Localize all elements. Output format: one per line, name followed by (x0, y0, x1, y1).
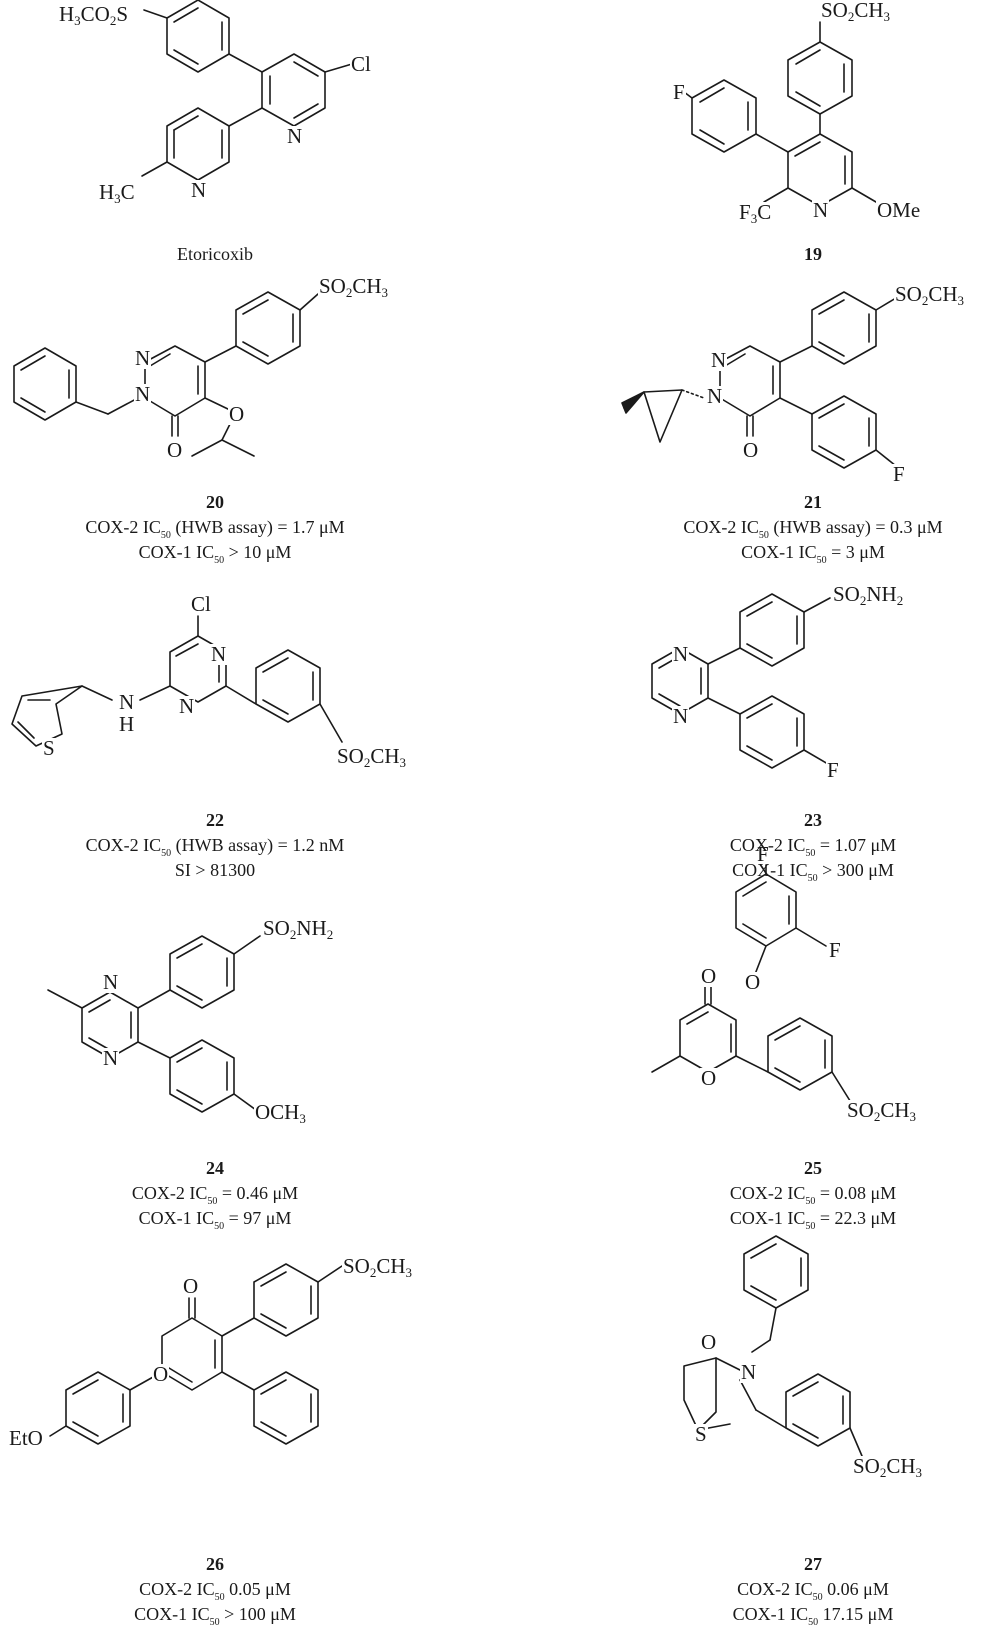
group-label: N (134, 382, 152, 406)
group-label: SO2CH3 (318, 274, 390, 300)
group-label: O (152, 1362, 170, 1386)
group-label: N (706, 384, 724, 408)
activity-line: COX-2 IC50 = 0.46 μM (131, 1183, 299, 1207)
group-label: OMe (876, 198, 922, 222)
structure-etoricoxib (141, 0, 353, 181)
group-label: N (210, 642, 228, 666)
group-label: SO2CH3 (846, 1098, 918, 1124)
activity-line: COX-1 IC50 > 300 μM (732, 860, 894, 884)
structure-c20 (13, 291, 319, 457)
compound-number: 23 (804, 810, 822, 830)
activity-line: COX-1 IC50 = 3 μM (741, 542, 885, 566)
structure-c23 (651, 593, 831, 769)
group-label: N (102, 1046, 120, 1070)
group-label: SO2CH3 (336, 744, 408, 770)
group-label: OCH3 (254, 1100, 307, 1126)
group-label: Cl (350, 52, 372, 76)
group-label: N (812, 198, 830, 222)
group-label: N (118, 690, 136, 714)
group-label: N (710, 348, 728, 372)
caption-c26: 26 COX-2 IC50 0.05 μM COX-1 IC50 > 100 μ… (0, 1552, 455, 1628)
group-label: H (118, 712, 136, 736)
compound-name: Etoricoxib (177, 244, 253, 264)
group-label: F (892, 462, 906, 486)
group-label: O (744, 970, 762, 994)
group-label: O (700, 1066, 718, 1090)
group-label: SO2NH2 (262, 916, 335, 942)
structure-c19 (683, 21, 877, 207)
group-label: S (42, 736, 56, 760)
group-label: F (826, 758, 840, 782)
group-label: SO2CH3 (820, 0, 892, 24)
group-label: F3C (738, 200, 773, 226)
group-label: N (102, 970, 120, 994)
group-label: EtO (8, 1426, 44, 1450)
group-label: SO2NH2 (832, 582, 905, 608)
group-label: F (828, 938, 842, 962)
activity-line: COX-2 IC50 (HWB assay) = 0.3 μM (683, 517, 943, 541)
caption-c27: 27 COX-2 IC50 0.06 μM COX-1 IC50 17.15 μ… (573, 1552, 1000, 1628)
compound-number: 21 (804, 492, 822, 512)
group-label: O (166, 438, 184, 462)
activity-line: COX-2 IC50 = 0.08 μM (729, 1183, 897, 1207)
compound-number: 24 (206, 1158, 224, 1178)
group-label: O (182, 1274, 200, 1298)
activity-line: COX-1 IC50 = 97 μM (138, 1208, 292, 1232)
group-label: H3C (98, 180, 136, 206)
group-label: H3CO2S (58, 2, 130, 28)
group-label: N (672, 642, 690, 666)
compound-number: 20 (206, 492, 224, 512)
structure-c27 (683, 1235, 863, 1457)
compound-number: 26 (206, 1554, 224, 1574)
structure-c26 (49, 1263, 343, 1445)
group-label: N (190, 178, 208, 202)
group-label: O (742, 438, 760, 462)
caption-c23: 23 COX-2 IC50 = 1.07 μM COX-1 IC50 > 300… (573, 808, 1000, 884)
group-label: S (694, 1422, 708, 1446)
structure-c24 (47, 935, 261, 1113)
caption-c25: 25 COX-2 IC50 = 0.08 μM COX-1 IC50 = 22.… (573, 1156, 1000, 1232)
activity-line: COX-2 IC50 (HWB assay) = 1.2 nM (85, 835, 345, 859)
group-label: F (672, 80, 686, 104)
activity-line: SI > 81300 (174, 860, 256, 880)
group-label: F (756, 842, 770, 866)
group-label: O (700, 964, 718, 988)
group-label: SO2CH3 (894, 282, 966, 308)
activity-line: COX-1 IC50 = 22.3 μM (729, 1208, 897, 1232)
caption-c22: 22 COX-2 IC50 (HWB assay) = 1.2 nM SI > … (0, 808, 455, 883)
caption-c19: 19 (573, 242, 1000, 267)
caption-c24: 24 COX-2 IC50 = 0.46 μM COX-1 IC50 = 97 … (0, 1156, 455, 1232)
group-label: N (134, 346, 152, 370)
activity-line: COX-1 IC50 > 10 μM (138, 542, 292, 566)
activity-line: COX-2 IC50 (HWB assay) = 1.7 μM (85, 517, 345, 541)
activity-line: COX-1 IC50 > 100 μM (134, 1604, 296, 1628)
activity-line: COX-2 IC50 0.05 μM (139, 1579, 291, 1603)
group-label: Cl (190, 592, 212, 616)
group-label: SO2CH3 (342, 1254, 414, 1280)
structure-c22 (11, 615, 343, 747)
group-label: N (286, 124, 304, 148)
group-label: N (178, 694, 196, 718)
caption-c20: 20 COX-2 IC50 (HWB assay) = 1.7 μM COX-1… (0, 490, 455, 566)
compound-number: 25 (804, 1158, 822, 1178)
group-label: O (700, 1330, 718, 1354)
group-label: N (740, 1360, 758, 1384)
compound-number: 19 (804, 244, 822, 264)
group-label: SO2CH3 (852, 1454, 924, 1480)
activity-line: COX-2 IC50 = 1.07 μM (729, 835, 897, 859)
caption-etoricoxib: Etoricoxib (0, 242, 455, 267)
group-label: N (672, 704, 690, 728)
caption-c21: 21 COX-2 IC50 (HWB assay) = 0.3 μM COX-1… (573, 490, 1000, 566)
compound-number: 27 (804, 1554, 822, 1574)
activity-line: COX-1 IC50 17.15 μM (732, 1604, 894, 1628)
activity-line: COX-2 IC50 0.06 μM (737, 1579, 889, 1603)
compound-number: 22 (206, 810, 224, 830)
group-label: O (228, 402, 246, 426)
